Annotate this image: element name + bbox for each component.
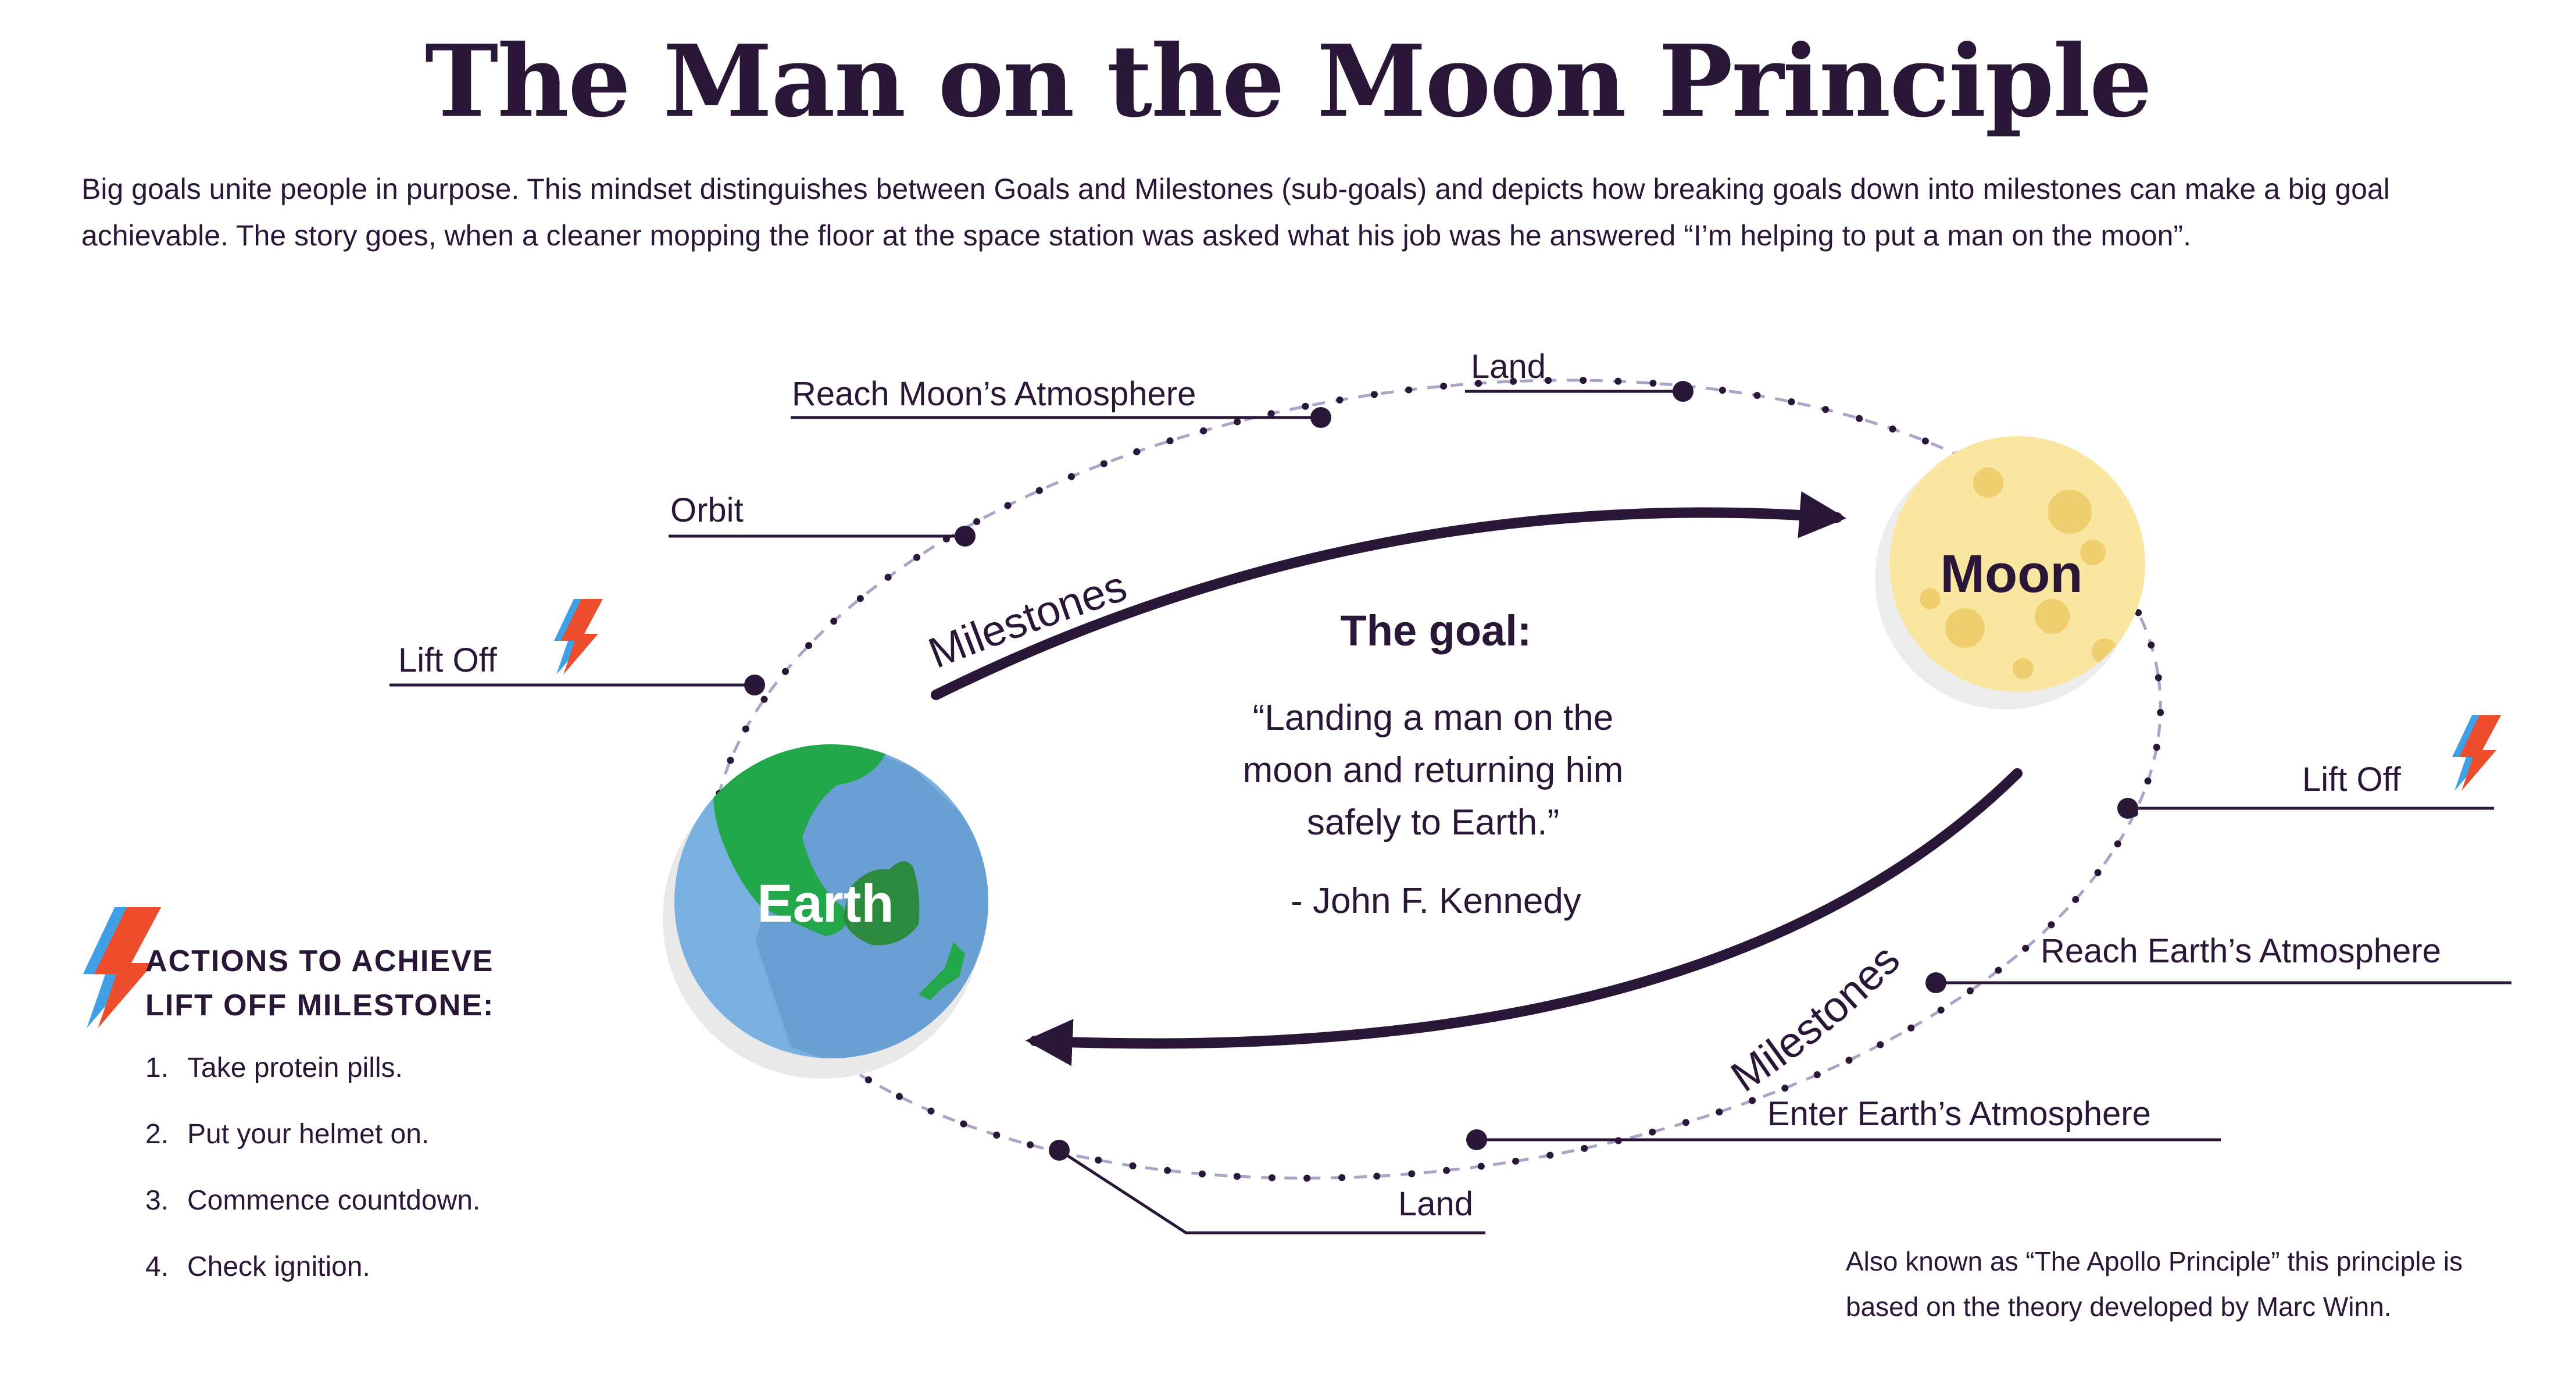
earth-label: Earth <box>757 874 894 933</box>
return-arrow <box>1025 768 2023 1066</box>
goal-quote-line: moon and returning him <box>1243 750 1624 790</box>
footnote: Also known as “The Apollo Principle” thi… <box>1846 1246 2463 1322</box>
action-text: Check ignition. <box>187 1251 370 1282</box>
milestone-label-lift-off-moon: Lift Off <box>2302 761 2402 798</box>
actions-heading: ACTIONS TO ACHIEVE LIFT OFF MILESTONE: <box>145 939 622 1028</box>
action-number: 3. <box>145 1185 169 1216</box>
action-item: 3. Commence countdown. <box>145 1183 622 1218</box>
milestone-label-lift-off-earth: Lift Off <box>398 641 498 679</box>
goal-attribution: - John F. Kennedy <box>1291 881 1581 921</box>
actions-list: 1. Take protein pills. 2. Put your helmet … <box>145 1051 622 1285</box>
action-item: 4. Check ignition. <box>145 1250 622 1285</box>
action-text: Commence countdown. <box>187 1185 481 1216</box>
actions-heading-line: ACTIONS TO ACHIEVE <box>145 944 494 978</box>
page-title: The Man on the Moon Principle <box>424 23 2152 140</box>
moon-planet <box>1875 436 2145 709</box>
milestone-label-orbit: Orbit <box>670 491 744 529</box>
goal-quote-line: “Landing a man on the <box>1253 698 1613 738</box>
lightning-bolt-icon <box>2452 715 2501 791</box>
lightning-bolt-icon <box>554 599 603 675</box>
goal-heading: The goal: <box>1341 607 1532 655</box>
milestone-label-enter-earth-atmosphere: Enter Earth’s Atmosphere <box>1767 1095 2151 1133</box>
milestone-label-land-earth: Land <box>1398 1185 1473 1223</box>
action-text: Take protein pills. <box>187 1053 403 1083</box>
actions-heading-line: LIFT OFF MILESTONE: <box>145 989 495 1022</box>
milestone-label-reach-earth-atmosphere: Reach Earth’s Atmosphere <box>2041 932 2441 970</box>
goal-quote-line: safely to Earth.” <box>1307 802 1559 843</box>
intro-text: Big goals unite people in purpose. This … <box>81 173 2390 252</box>
milestone-label-reach-moon-atmosphere: Reach Moon’s Atmosphere <box>792 375 1196 413</box>
action-number: 4. <box>145 1251 169 1282</box>
milestone-label-land-moon: Land <box>1471 348 1546 386</box>
moon-label: Moon <box>1940 544 2082 604</box>
action-number: 2. <box>145 1119 169 1150</box>
earth-planet <box>663 744 988 1079</box>
milestone-dots <box>744 381 2138 1161</box>
action-item: 1. Take protein pills. <box>145 1051 622 1086</box>
action-text: Put your helmet on. <box>187 1119 430 1150</box>
milestone-leaders <box>390 390 2511 1235</box>
outbound-arrow <box>931 491 1847 700</box>
actions-panel: ACTIONS TO ACHIEVE LIFT OFF MILESTONE: 1… <box>145 939 622 1316</box>
action-item: 2. Put your helmet on. <box>145 1117 622 1152</box>
action-number: 1. <box>145 1053 169 1083</box>
lightning-bolt-icon <box>83 907 162 1028</box>
